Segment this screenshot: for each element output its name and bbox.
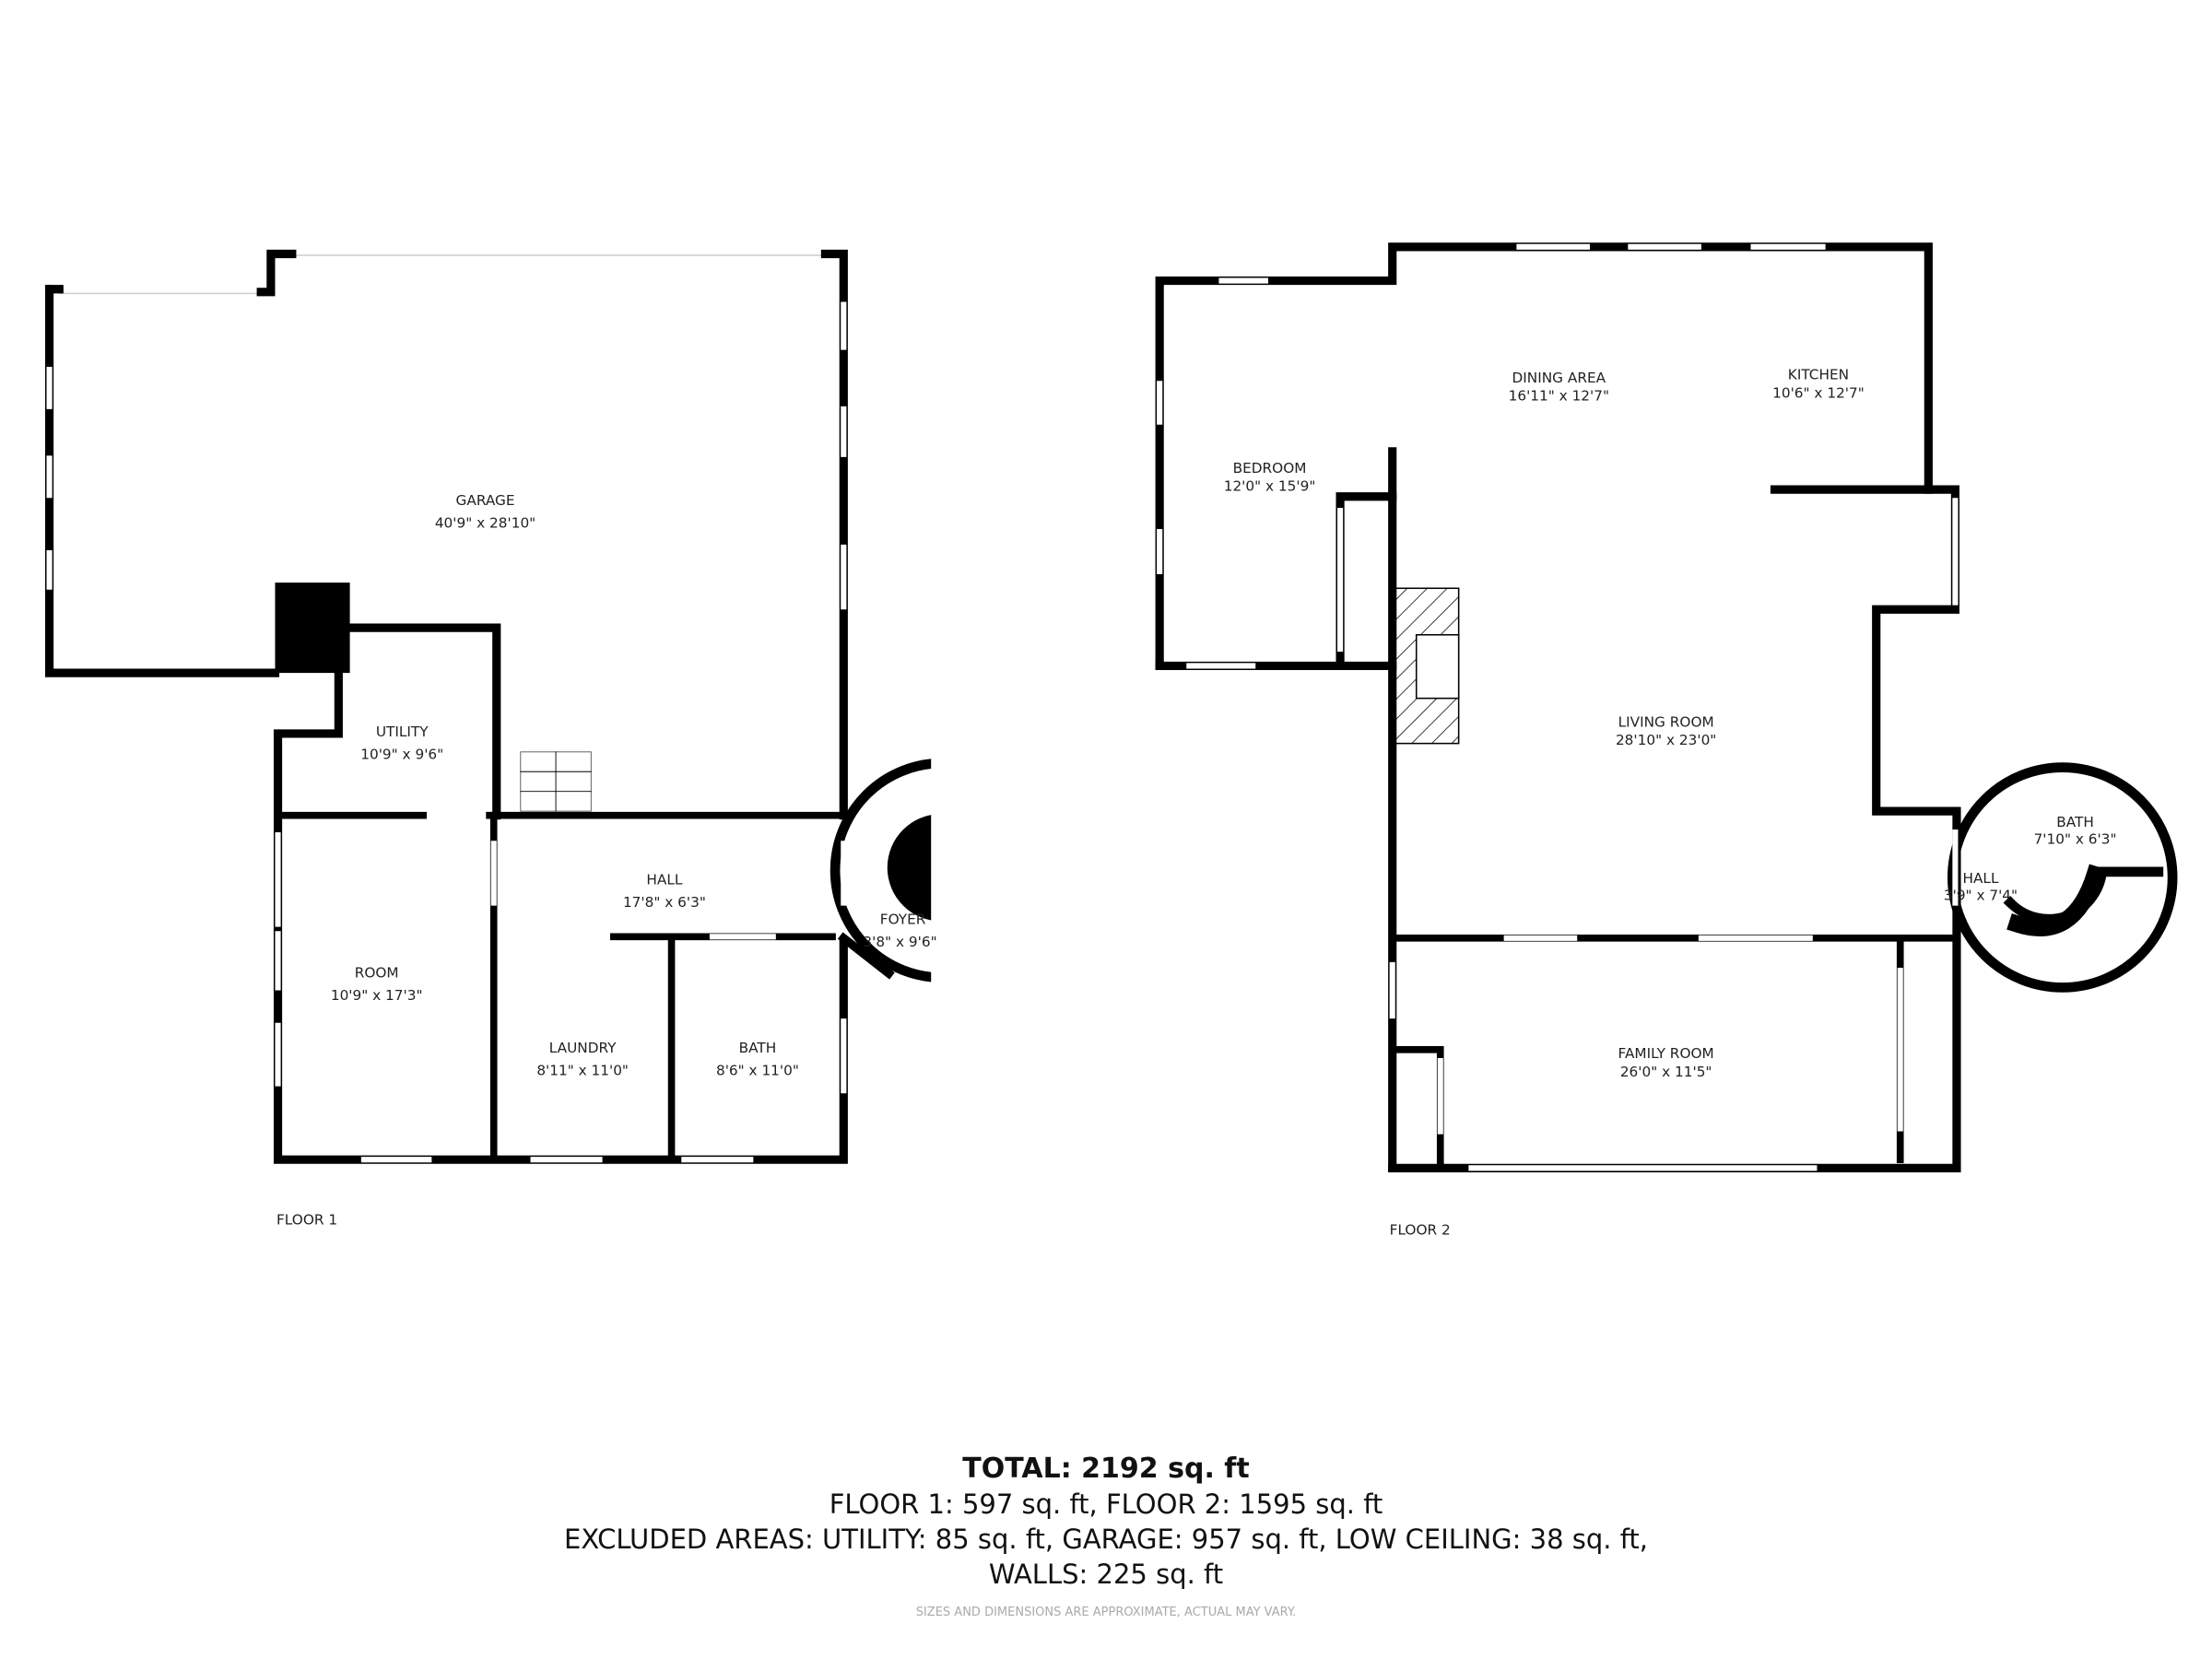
floor-2-label: FLOOR 2 [1390,1221,1451,1238]
room-name: DINING AREA [1512,370,1606,386]
disclaimer: SIZES AND DIMENSIONS ARE APPROXIMATE, AC… [915,1606,1297,1619]
room-dims: 8'6" x 11'0" [716,1062,799,1078]
room-dims: 28'10" x 23'0" [1616,732,1716,748]
foyer-stair [830,759,932,982]
room-dims: 26'0" x 11'5" [1620,1064,1712,1080]
floor-2-plan [1155,242,2178,1172]
room-dims: 10'9" x 17'3" [331,987,423,1004]
room-dims: 40'9" x 28'10" [435,514,535,531]
room-dims: 3'8" x 9'6" [863,934,936,950]
room-name: HALL [646,872,682,888]
room-dims: 16'11" x 12'7" [1509,388,1609,405]
floor-1-plan [44,249,932,1164]
room-labels: GARAGE 40'9" x 28'10" UTILITY 10'9" x 9'… [276,367,2116,1239]
room-name: UTILITY [376,724,429,740]
room-name: FAMILY ROOM [1618,1045,1714,1062]
room-dims: 3'9" x 7'4" [1944,888,2018,904]
room-dims: 7'10" x 6'3" [2034,830,2117,847]
room-name: BEDROOM [1233,460,1307,477]
room-dims: 10'9" x 9'6" [360,746,443,762]
room-dims: 10'6" x 12'7" [1772,385,1865,402]
room-dims: 8'11" x 11'0" [536,1062,629,1078]
room-name: FOYER [880,912,926,928]
room-name: BATH [739,1040,777,1056]
room-dims: 17'8" x 6'3" [623,894,706,911]
walls-area: WALLS: 225 sq. ft [988,1559,1224,1590]
area-summary: TOTAL: 2192 sq. ft FLOOR 1: 597 sq. ft, … [0,1452,2212,1592]
room-name: KITCHEN [1788,367,1849,383]
room-name: BATH [2056,814,2094,830]
room-name: GARAGE [456,492,515,509]
floor-areas: FLOOR 1: 597 sq. ft, FLOOR 2: 1595 sq. f… [829,1488,1383,1520]
floor-1-label: FLOOR 1 [276,1212,337,1229]
room-name: HALL [1962,870,1998,887]
room-name: ROOM [355,965,399,982]
total-area: TOTAL: 2192 sq. ft [962,1453,1250,1485]
room-name: LAUNDRY [549,1040,617,1056]
excluded-areas: EXCLUDED AREAS: UTILITY: 85 sq. ft, GARA… [564,1524,1648,1555]
room-dims: 12'0" x 15'9" [1224,478,1316,495]
room-name: LIVING ROOM [1618,713,1714,730]
